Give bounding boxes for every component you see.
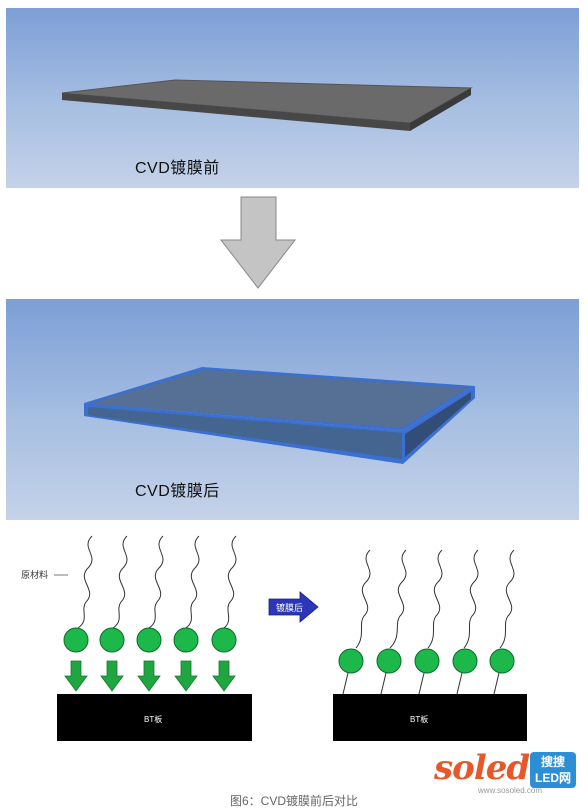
molecule-tail xyxy=(463,549,479,649)
molecule-tail xyxy=(389,549,407,649)
precursor-sphere xyxy=(99,627,125,653)
bond-line xyxy=(342,672,349,695)
before-coating-panel: CVD镀膜前 xyxy=(6,8,579,188)
molecule-tail xyxy=(77,535,93,629)
precursor-sphere xyxy=(136,627,162,653)
molecule-tail xyxy=(499,549,515,649)
logo-url: www.sosoled.com xyxy=(478,786,543,795)
left-process-group: 原材料 BT板 xyxy=(21,535,252,741)
deposition-arrow-icon xyxy=(100,660,124,692)
right-process-group: BT板 xyxy=(333,549,527,741)
bonded-sphere xyxy=(338,648,364,674)
logo-badge-line1: 搜搜 xyxy=(540,755,565,769)
molecule-tail xyxy=(185,535,200,629)
coated-plate xyxy=(84,367,475,464)
after-coating-label: CVD镀膜后 xyxy=(135,483,220,500)
precursor-sphere xyxy=(173,627,199,653)
bond-line xyxy=(456,672,463,695)
raw-material-label: 原材料 xyxy=(21,569,48,580)
soled-logo: soled 搜搜 LED网 www.sosoled.com xyxy=(434,748,579,796)
bt-board-right-label: BT板 xyxy=(410,714,428,724)
bonded-sphere xyxy=(489,648,515,674)
molecule-tail xyxy=(112,535,128,629)
bonded-sphere xyxy=(376,648,402,674)
bonded-sphere xyxy=(414,648,440,674)
logo-badge-line2: LED网 xyxy=(534,771,571,785)
bonded-sphere xyxy=(452,648,478,674)
molecule-tail xyxy=(427,549,443,649)
logo-badge: 搜搜 LED网 xyxy=(530,752,576,788)
bond-line xyxy=(493,672,500,695)
figure-caption: 图6：CVD镀膜前后对比 xyxy=(229,794,358,808)
deposition-arrow-icon xyxy=(64,660,88,692)
bt-board-left xyxy=(57,694,252,741)
deposition-arrow-icon xyxy=(137,660,161,692)
deposition-arrow-icon xyxy=(212,660,236,692)
step-arrow: 镀膜后 xyxy=(268,591,319,623)
molecule-tail xyxy=(148,535,164,629)
precursor-sphere xyxy=(63,627,89,653)
step-arrow-icon xyxy=(268,591,319,623)
uncoated-plate xyxy=(61,79,473,131)
step-arrow-label: 镀膜后 xyxy=(276,602,303,613)
logo-brand-text: soled xyxy=(434,748,530,788)
molecule-tail xyxy=(355,549,371,649)
bond-line xyxy=(418,672,425,695)
molecule-tail xyxy=(223,535,237,629)
bond-line xyxy=(380,672,387,695)
after-coating-panel: CVD镀膜后 xyxy=(6,299,579,520)
before-coating-label: CVD镀膜前 xyxy=(135,160,220,177)
bt-board-right xyxy=(333,694,527,741)
precursor-sphere xyxy=(211,627,237,653)
deposition-arrow-icon xyxy=(174,660,198,692)
bt-board-left-label: BT板 xyxy=(144,714,162,724)
